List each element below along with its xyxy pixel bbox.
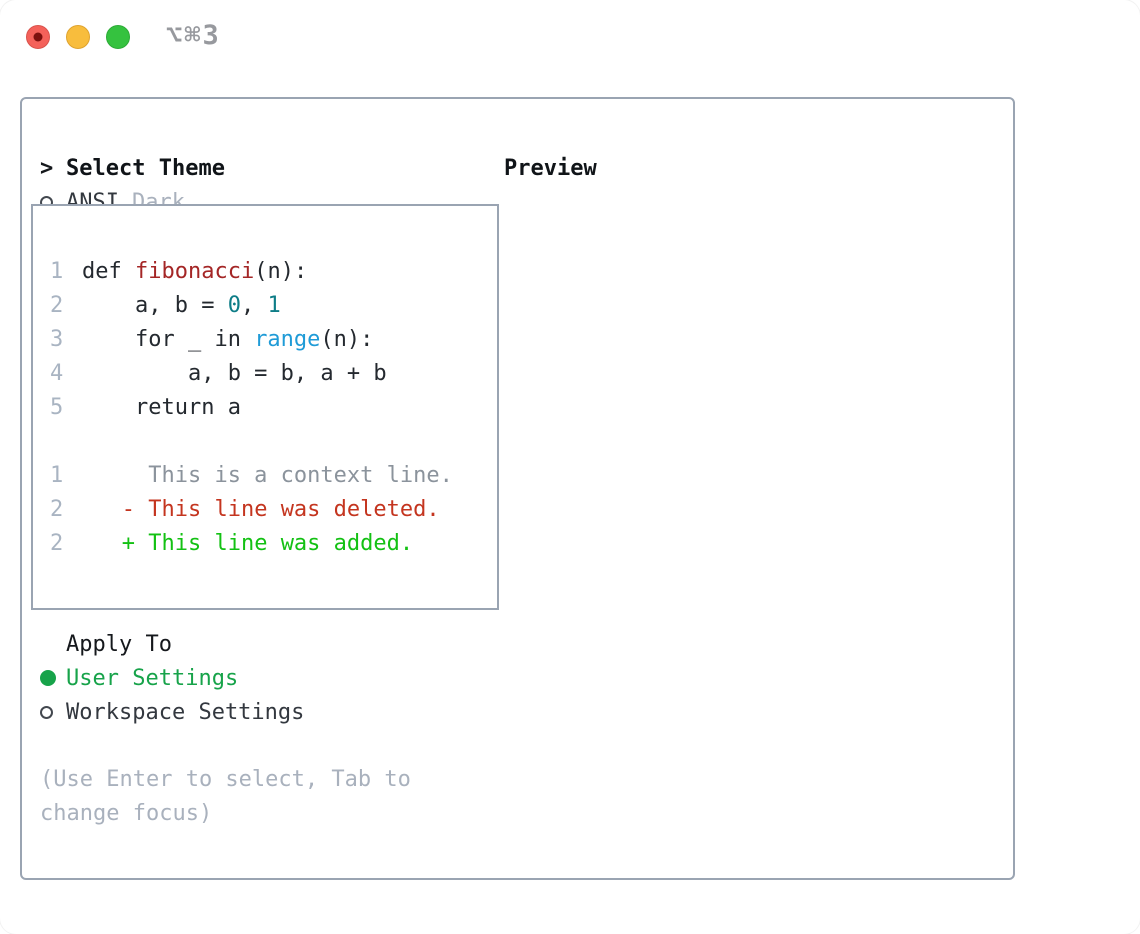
line-content: + This line was added. (121, 530, 414, 556)
apply-option-label: Workspace Settings (66, 699, 305, 725)
preview-code: 1 def fibonacci(n): 2 a, b = 0, 1 3 for … (31, 204, 499, 610)
keyboard-hint: (Use Enter to select, Tab to change focu… (40, 767, 411, 826)
section-gap (40, 729, 500, 763)
traffic-lights (26, 25, 130, 49)
zoom-button-icon[interactable] (106, 25, 130, 49)
radio-circle-icon (40, 705, 53, 719)
code-line: 5 return a (50, 390, 497, 424)
apply-to-heading: Apply To (40, 627, 500, 661)
radio-indicator (40, 670, 66, 686)
apply-option-label: User Settings (66, 665, 239, 691)
apply-to-list: User Settings Workspace Settings (40, 661, 500, 729)
select-theme-heading: > Select Theme (40, 151, 500, 185)
selection-caret: > (40, 155, 54, 181)
line-number: 4 (50, 360, 64, 386)
line-content: - This line was deleted. (121, 496, 440, 522)
code-line (50, 424, 497, 458)
code-line: 3 for _ in range(n): (50, 322, 497, 356)
line-number: 2 (50, 496, 64, 522)
line-content: a, b = 0, 1 (82, 292, 281, 318)
apply-to-title: Apply To (66, 631, 172, 657)
preview-title: Preview (504, 155, 597, 181)
close-button-icon[interactable] (26, 25, 50, 49)
line-content: This is a context line. (82, 462, 453, 488)
radio-circle-icon (40, 670, 56, 686)
apply-option-workspace-settings[interactable]: Workspace Settings (40, 695, 500, 729)
window-shortcut-label: ⌥⌘3 (166, 20, 221, 51)
radio-indicator (40, 705, 66, 719)
line-number: 5 (50, 394, 64, 420)
code-line: 2 - This line was deleted. (50, 492, 497, 526)
title-bar: ⌥⌘3 (0, 0, 1140, 75)
code-line: 1 def fibonacci(n): (50, 254, 497, 288)
code-line: 1 This is a context line. (50, 458, 497, 492)
code-line: 4 a, b = b, a + b (50, 356, 497, 390)
code-line: 2 a, b = 0, 1 (50, 288, 497, 322)
code-line: 2 + This line was added. (50, 526, 497, 560)
line-number: 2 (50, 292, 64, 318)
theme-picker-panel: > Select Theme ANSI Dark Atom One Dark A… (20, 97, 1015, 880)
line-number: 2 (50, 530, 64, 556)
select-theme-title: Select Theme (66, 155, 225, 181)
line-content: def fibonacci(n): (82, 258, 308, 284)
preview-pane: Preview (502, 151, 999, 185)
line-number: 3 (50, 326, 64, 352)
apply-option-user-settings[interactable]: User Settings (40, 661, 500, 695)
line-content: for _ in range(n): (82, 326, 374, 352)
line-content: a, b = b, a + b (82, 360, 387, 386)
minimize-button-icon[interactable] (66, 25, 90, 49)
line-number: 1 (50, 462, 64, 488)
line-content: return a (82, 394, 241, 420)
line-number: 1 (50, 258, 64, 284)
